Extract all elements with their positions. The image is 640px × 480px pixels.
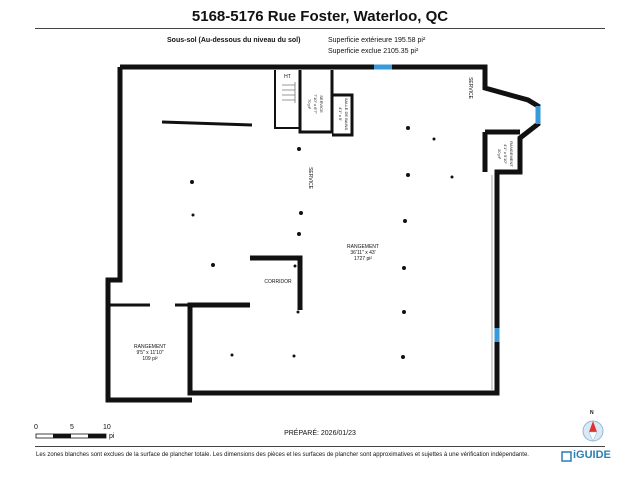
room-label-service-3: SERVICE bbox=[467, 77, 473, 99]
room-dims: 7'10" x 8'7" bbox=[313, 94, 318, 114]
iguide-logo: iGUIDE bbox=[573, 449, 611, 461]
room-dims: 4'1" x 5' bbox=[338, 107, 343, 121]
service-room-wall bbox=[298, 70, 354, 137]
scale-tick-5: 5 bbox=[70, 424, 74, 431]
room-label-service-2: SERVICE bbox=[307, 167, 313, 189]
room-label-rangement-small: RANGEMENT 4'1" x 5'10" 20 pi² bbox=[496, 129, 514, 179]
exterior-area: Superficie extérieure 195.58 pi² bbox=[328, 37, 426, 44]
room-dims: 9'5" x 11'10" bbox=[136, 350, 164, 356]
room-area: 109 pi² bbox=[142, 356, 158, 362]
columns bbox=[190, 126, 454, 359]
walls bbox=[105, 64, 541, 403]
scale-tick-10: 10 bbox=[103, 424, 111, 431]
compass-north-label: N bbox=[590, 410, 594, 416]
floor-name: Sous-sol (Au-dessous du niveau du sol) bbox=[167, 37, 301, 44]
corridor-top-wall bbox=[250, 255, 303, 310]
divider bbox=[35, 28, 605, 29]
compass-icon bbox=[582, 420, 604, 442]
room-label-service: SERVICE 7'10" x 8'7" 70 pi² bbox=[306, 79, 324, 129]
interior-partition bbox=[161, 120, 253, 127]
outer-wall bbox=[120, 64, 541, 396]
property-address-title: 5168-5176 Rue Foster, Waterloo, QC bbox=[191, 8, 449, 25]
room-name: RANGEMENT bbox=[134, 344, 166, 350]
scale-bar bbox=[35, 433, 107, 439]
corridor-wall bbox=[105, 67, 192, 403]
room-label-corridor: CORRIDOR bbox=[264, 279, 292, 285]
stair-wall bbox=[274, 70, 300, 129]
room-name: RANGEMENT bbox=[509, 141, 514, 167]
room-label-rangement-lower: RANGEMENT 9'5" x 11'10" 109 pi² bbox=[120, 344, 180, 362]
disclaimer: Les zones blanches sont exclues de la su… bbox=[36, 452, 529, 458]
room-area: 20 pi² bbox=[497, 148, 502, 159]
room-area: 1727 pi² bbox=[353, 256, 373, 262]
iguide-logo-icon bbox=[561, 451, 572, 462]
scale-unit: pi bbox=[109, 433, 115, 440]
room-label-ht: HT bbox=[284, 74, 291, 80]
room-label-bathroom: SALLE DE BAINS 4'1" x 5' bbox=[337, 89, 349, 139]
divider bbox=[35, 446, 605, 447]
room-area: 70 pi² bbox=[307, 98, 312, 109]
room-name: RANGEMENT bbox=[347, 244, 379, 250]
room-dims: 4'1" x 5'10" bbox=[503, 144, 508, 164]
excluded-area: Superficie exclue 2105.35 pi² bbox=[328, 48, 419, 55]
prepared-date: PRÉPARÉ: 2026/01/23 bbox=[284, 430, 356, 437]
rangement-small-wall bbox=[482, 129, 520, 172]
room-label-rangement-main: RANGEMENT 36'11" x 43' 1727 pi² bbox=[333, 244, 393, 262]
room-dims: 36'11" x 43' bbox=[350, 250, 376, 256]
windows bbox=[374, 64, 541, 342]
room-name: SALLE DE BAINS bbox=[344, 97, 349, 131]
scale-tick-0: 0 bbox=[34, 424, 38, 431]
room-name: SERVICE bbox=[319, 95, 324, 113]
stairs bbox=[282, 82, 296, 103]
